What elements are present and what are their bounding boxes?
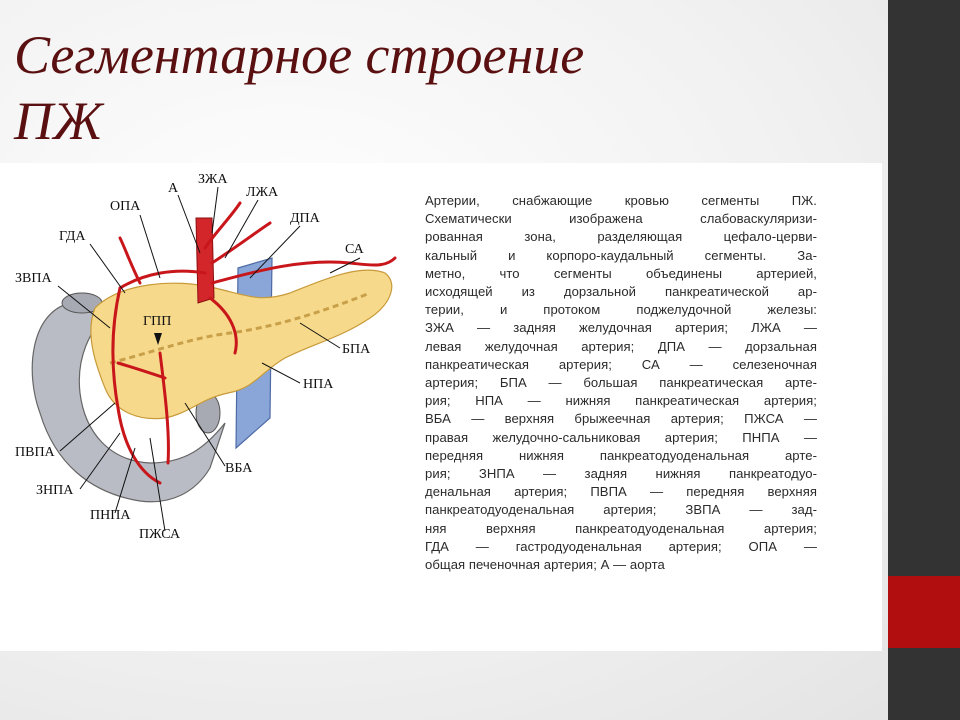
figure-panel: А ЗЖА ЛЖА ОПА ДПА ГДА СА ЗВПА ГПП БПА НП… [0, 163, 882, 651]
slide-title: Сегментарное строение ПЖ [14, 22, 874, 154]
caption-line: рия; ЗНПА — задняя нижняя панкреатодуо- [425, 466, 817, 482]
label-pzhsa: ПЖСА [139, 527, 181, 542]
label-bpa: БПА [342, 342, 371, 357]
label-sa: СА [345, 242, 365, 257]
figure-caption: Артерии, снабжающие кровью сегменты ПЖ. … [425, 192, 817, 574]
label-pvpa: ПВПА [15, 445, 56, 460]
label-vba: ВБА [225, 461, 253, 476]
caption-line: исходящей из дорзальной панкреатической … [425, 284, 817, 300]
caption-line: рованная зона, разделяющая цефало-церви- [425, 229, 817, 245]
caption-line: няя верхняя панкреатодуоденальная артери… [425, 520, 817, 536]
caption-line: общая печеночная артерия; А — аорта [425, 557, 665, 573]
caption-line: денальная артерия; ПВПА — передняя верхн… [425, 484, 817, 500]
caption-line: ЗЖА — задняя желудочная артерия; ЛЖА — [425, 320, 817, 336]
caption-line: терии, и протоком поджелудочной железы: [425, 302, 817, 318]
label-znpa: ЗНПА [36, 483, 74, 498]
caption-line: панкреатическая артерия; СА — селезеночн… [425, 356, 817, 372]
pancreas-artery-diagram: А ЗЖА ЛЖА ОПА ДПА ГДА СА ЗВПА ГПП БПА НП… [15, 172, 397, 542]
caption-line: левая желудочная артерия; ДПА — дорзальн… [425, 338, 817, 354]
caption-line: артерия; БПА — большая панкреатическая а… [425, 375, 817, 391]
caption-line: ВБА — верхняя брыжеечная артерия; ПЖСА — [425, 411, 817, 427]
label-zzha: ЗЖА [198, 172, 228, 187]
label-leader-lines [57, 186, 361, 532]
gpp-arrow-icon [154, 333, 162, 345]
label-pnpa: ПНПА [90, 508, 131, 523]
caption-line: ГДА — гастродуоденальная артерия; ОПА — [425, 538, 817, 554]
pancreatic-duct [109, 291, 371, 365]
label-npa: НПА [303, 377, 334, 392]
caption-line: панкреатодуоденальная артерия; ЗВПА — за… [425, 502, 817, 518]
label-gda: ГДА [59, 229, 86, 244]
label-gpp: ГПП [143, 314, 171, 329]
right-sidebar-accent [888, 576, 960, 648]
slide-title-line-1: Сегментарное строение [14, 25, 585, 85]
caption-line: рия; НПА — нижняя панкреатическая артери… [425, 393, 817, 409]
artery-network [111, 201, 397, 485]
slide-title-line-2: ПЖ [14, 91, 103, 151]
label-opa: ОПА [110, 199, 141, 214]
aorta-vessel [195, 217, 215, 304]
label-lzha: ЛЖА [246, 185, 279, 200]
caption-line: Артерии, снабжающие кровью сегменты ПЖ. [425, 193, 817, 208]
label-zvpa: ЗВПА [15, 271, 52, 286]
duodenum-shape [31, 302, 226, 503]
label-dpa: ДПА [290, 211, 321, 226]
caption-line: Схематически изображена слабоваскуляризи… [425, 211, 817, 227]
label-a: А [168, 181, 179, 196]
pancreas-shape [90, 269, 393, 420]
caption-line: кальный и корпоро-каудальный сегменты. З… [425, 247, 817, 263]
caption-line: правая желудочно-сальниковая артерия; ПН… [425, 429, 817, 445]
caption-line: метно, что сегменты объединены артерией, [425, 265, 817, 281]
caption-line: передняя нижняя панкреатодуоденальная ар… [425, 447, 817, 463]
